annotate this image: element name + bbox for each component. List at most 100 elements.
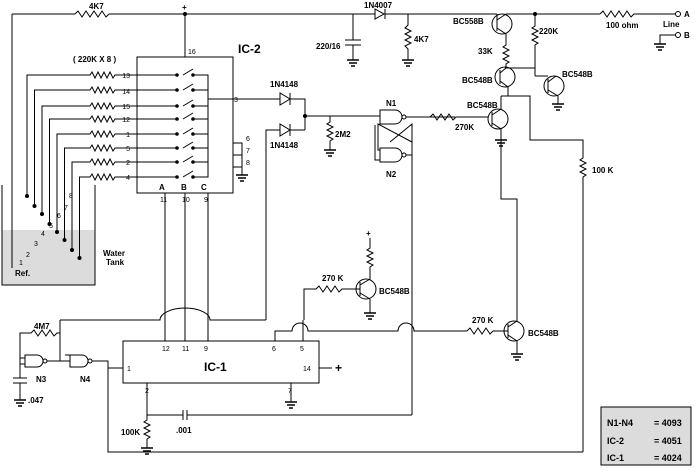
ground-icon	[347, 59, 359, 67]
switch-contact	[191, 132, 195, 136]
d2-label: 1N4148	[270, 141, 299, 150]
legend-box: N1-N4 = 4093 IC-2 = 4051 IC-1 = 4024	[600, 406, 692, 466]
electrode-tip	[25, 194, 29, 198]
ic1-pin14: 14	[303, 366, 311, 373]
electrode-labels: 8 7 6 5 4 3 2 1 Ref.	[15, 193, 73, 278]
electrode-tip	[55, 230, 59, 234]
ic1-pin5: 5	[300, 346, 304, 353]
diode-1n4007	[365, 8, 497, 20]
electrode-2: 2	[26, 252, 30, 259]
r-array-label: ( 220K X 8 )	[73, 55, 116, 64]
ic2-pin-4: 4	[126, 175, 130, 182]
terminal-a	[675, 11, 681, 17]
ic1-pin6: 6	[272, 346, 276, 353]
legend-name-1: IC-2	[607, 436, 624, 446]
ic1-title: IC-1	[204, 360, 227, 374]
resistor-100k	[508, 95, 588, 452]
switch-contact	[175, 88, 179, 92]
electrode-4: 4	[41, 231, 45, 238]
plus-top: +	[182, 3, 187, 12]
switch-contact	[175, 132, 179, 136]
electrode-tip	[70, 248, 74, 252]
bc558b-label: BC558B	[453, 17, 484, 26]
ic1-pin7: 7	[288, 388, 292, 395]
ic2-a: A	[159, 183, 165, 192]
ic2-block: IC-2 16 A B C 11 10 9 3 6 7 8	[136, 42, 270, 204]
ic2-pin8: 8	[246, 160, 250, 167]
ic2-switch-4	[137, 90, 209, 120]
ic1-pin9: 9	[204, 346, 208, 353]
n2-label: N2	[386, 170, 397, 179]
ic2-pin3: 3	[234, 97, 238, 104]
nand-n3-n4	[13, 320, 583, 453]
ic1-body	[122, 340, 320, 384]
resistor-mid-up	[365, 238, 375, 278]
r-4k7-label: 4K7	[89, 2, 104, 11]
r-270k-2-label: 270 K	[322, 274, 344, 283]
n1-label: N1	[386, 99, 397, 108]
electrode-line-6	[64, 143, 137, 240]
ic2-pin16: 16	[188, 49, 196, 56]
bc548b-5-label: BC548B	[528, 329, 559, 338]
resistor-220k	[530, 12, 548, 77]
electrode-line-2	[34, 85, 137, 206]
r-220k-label: 220K	[539, 27, 558, 36]
electrode-tip	[47, 222, 52, 226]
electrode-resistors	[25, 70, 137, 260]
transistor-bc548b-1	[494, 66, 536, 96]
ic2-pin11: 11	[160, 197, 167, 204]
resistor-4k7-ground	[402, 14, 414, 67]
ic2-pin-14: 14	[122, 89, 130, 96]
ic1-pin1: 1	[127, 366, 131, 373]
ic2-switch-5	[137, 90, 209, 135]
ground-icon	[402, 59, 414, 67]
r-33k-label: 33K	[478, 47, 493, 56]
switch-contact	[175, 104, 179, 108]
cap-047	[13, 364, 27, 400]
switch-contact	[191, 88, 195, 92]
ground-icon	[654, 43, 666, 51]
ic2-switch-array	[137, 68, 233, 179]
electrode-line-5	[56, 129, 137, 232]
ic2-pin10: 10	[182, 197, 190, 204]
ic2-switch-2	[137, 83, 208, 91]
ic2-pin6: 6	[246, 136, 250, 143]
electrode-line-7	[71, 157, 137, 250]
switch-contact	[175, 146, 179, 150]
ic2-switch-7	[137, 90, 209, 163]
ic2-pin-2: 2	[126, 160, 130, 167]
electrode-line-8	[79, 172, 137, 258]
switch-contact	[175, 175, 179, 179]
r-4k7-b-label: 4K7	[414, 35, 429, 44]
electrode-7: 7	[64, 205, 68, 212]
resistor-4k7-top	[74, 10, 110, 18]
ic1-block: IC-1 12 11 9 6 5 1 14 + 2 7	[122, 340, 342, 409]
diode-1n4148-top	[270, 92, 306, 130]
ground-icon	[552, 103, 564, 111]
bc548b-2-label: BC548B	[562, 70, 593, 79]
legend-value-0: = 4093	[654, 418, 682, 428]
transistor-bc548b-3	[487, 95, 509, 147]
switch-contact	[191, 175, 195, 179]
transistor-bc548b-4	[303, 238, 377, 320]
ic1-pin11: 11	[182, 346, 189, 353]
resistor-4m7	[19, 320, 61, 339]
plus-mid: +	[366, 229, 371, 238]
electrode-line-4	[49, 114, 137, 224]
r-270k-3-label: 270 K	[472, 316, 494, 325]
top-rail	[11, 10, 365, 268]
ic2-input-pin-labels: 13 14 15 12 1 5 2 4	[122, 73, 130, 182]
n3-label: N3	[36, 375, 47, 384]
transistor-bc558b	[491, 13, 600, 40]
tank-label: Tank	[106, 258, 125, 267]
ground-icon	[511, 353, 523, 361]
cap-220-label: 220/16	[316, 42, 341, 51]
switch-contact	[175, 117, 179, 121]
ic2-switch-1	[137, 68, 209, 90]
cap-047-label: .047	[28, 396, 44, 405]
ic1-pin12: 12	[162, 346, 170, 353]
electrode-line-3	[41, 101, 137, 214]
r-100k-label: 100 K	[592, 166, 614, 175]
r-270k-1-label: 270K	[455, 123, 474, 132]
